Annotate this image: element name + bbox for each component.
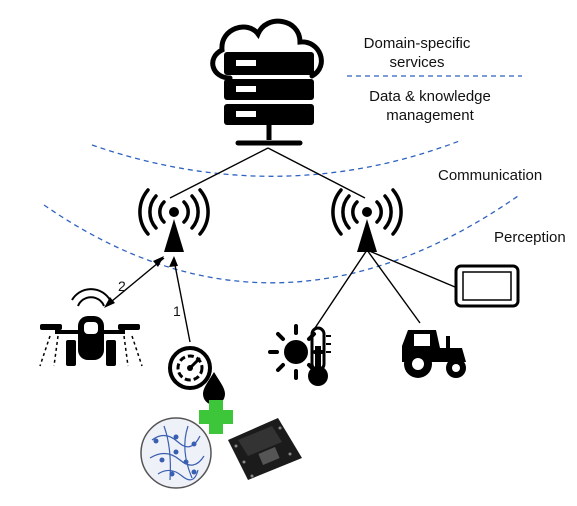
- domain-services-line2: services: [389, 54, 445, 71]
- drone-icon: [39, 288, 143, 367]
- perception-divider: [43, 195, 519, 284]
- gauge-antenna-link: [173, 259, 191, 343]
- communication-divider: [91, 139, 463, 177]
- server-left-link: [169, 147, 269, 199]
- data-knowledge-label: Data & knowledge management: [355, 87, 505, 125]
- network-dish-icon: [140, 417, 212, 489]
- antenna-icon: [331, 188, 403, 252]
- thermometer-icon: [308, 326, 331, 386]
- link-label-1: 1: [173, 303, 181, 319]
- gauge-icon: [168, 346, 212, 390]
- link-label-2: 2: [118, 278, 126, 294]
- data-knowledge-line2: management: [386, 107, 474, 124]
- perception-label: Perception: [494, 229, 566, 246]
- tablet-icon: [454, 264, 520, 308]
- plus-icon: [199, 400, 233, 434]
- antenna-icon: [138, 188, 210, 252]
- right-antenna-tablet-link: [366, 249, 456, 288]
- drone-antenna-link: [105, 257, 165, 307]
- domain-services-label: Domain-specific services: [358, 34, 476, 72]
- right-antenna-tractor-link: [366, 249, 421, 324]
- arrowhead-antenna-drone: [153, 256, 164, 267]
- tractor-icon: [402, 330, 466, 378]
- data-knowledge-line1: Data & knowledge: [369, 88, 491, 105]
- domain-services-line1: Domain-specific: [363, 35, 471, 52]
- communication-label: Communication: [438, 167, 543, 184]
- right-antenna-sun-link: [314, 249, 368, 329]
- server-right-link: [267, 147, 366, 199]
- water-drop-icon: [203, 372, 225, 405]
- arrowhead-antenna-gauge: [169, 256, 178, 267]
- circuit-board-icon: [228, 418, 302, 480]
- arrowhead-drone: [104, 297, 115, 308]
- cloud-server-icon: [210, 18, 324, 146]
